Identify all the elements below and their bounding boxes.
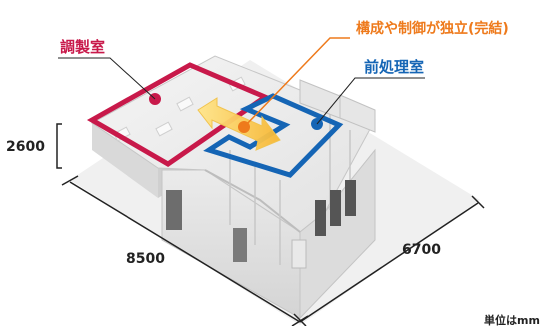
independent-control-label: 構成や制御が独立(完結) bbox=[356, 20, 509, 37]
door bbox=[166, 190, 182, 230]
door bbox=[233, 228, 247, 262]
height-bracket bbox=[56, 123, 62, 169]
independent-control-leader bbox=[243, 37, 350, 128]
unit-note: 単位はmm bbox=[484, 313, 540, 326]
door bbox=[315, 200, 326, 236]
prep-room-leader bbox=[58, 57, 156, 100]
door bbox=[330, 190, 341, 226]
building-model bbox=[91, 55, 376, 320]
width-label: 8500 bbox=[126, 251, 165, 267]
depth-dimension-line bbox=[293, 195, 485, 326]
prep-room-label: 調製室 bbox=[60, 38, 105, 56]
depth-label: 6700 bbox=[402, 242, 441, 258]
height-label: 2600 bbox=[6, 139, 45, 155]
door bbox=[345, 180, 356, 216]
prep-room-outline bbox=[86, 62, 271, 167]
pretreatment-room-label: 前処理室 bbox=[364, 58, 424, 76]
pretreatment-room-leader bbox=[316, 77, 425, 125]
